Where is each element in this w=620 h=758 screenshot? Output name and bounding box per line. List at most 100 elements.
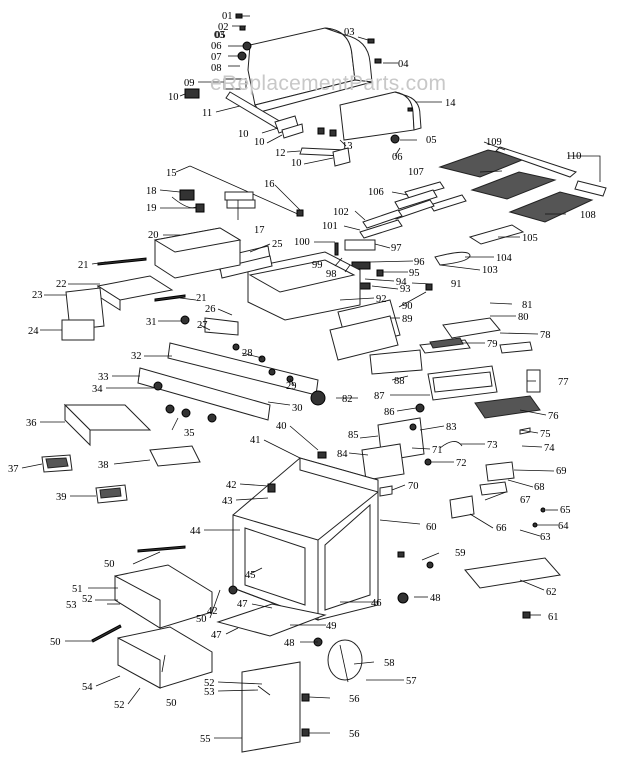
callout-12: 12 [275, 148, 286, 159]
callout-02: 02 [218, 22, 229, 33]
callout-95: 95 [409, 268, 420, 279]
callout-24: 24 [28, 326, 39, 337]
callout-108: 108 [580, 210, 596, 221]
callout-56: 56 [349, 729, 360, 740]
callout-41: 41 [250, 435, 261, 446]
callout-62: 62 [546, 587, 557, 598]
callout-89: 89 [402, 314, 413, 325]
callout-74: 74 [544, 443, 555, 454]
callout-03: 03 [344, 27, 355, 38]
callout-22: 22 [56, 279, 67, 290]
callout-81: 81 [522, 300, 533, 311]
callout-78: 78 [540, 330, 551, 341]
callout-53: 53 [66, 600, 77, 611]
callout-50: 50 [50, 637, 61, 648]
callout-11: 11 [202, 108, 212, 119]
callout-71: 71 [432, 445, 443, 456]
callout-47: 47 [237, 599, 248, 610]
side-burner [369, 317, 541, 419]
callout-30: 30 [292, 403, 303, 414]
callout-10: 10 [238, 129, 249, 140]
callout-87: 87 [374, 391, 385, 402]
cart-frame [216, 451, 409, 647]
callout-19: 19 [146, 203, 157, 214]
callout-20: 20 [148, 230, 159, 241]
callout-29: 29 [286, 381, 297, 392]
callout-23: 23 [32, 290, 43, 301]
lid-large [247, 27, 373, 113]
callout-94: 94 [396, 277, 407, 288]
callout-97: 97 [391, 243, 402, 254]
callout-54: 54 [82, 682, 93, 693]
callout-34: 34 [92, 384, 103, 395]
callout-93: 93 [400, 284, 411, 295]
callout-77: 77 [558, 377, 569, 388]
callout-56: 56 [349, 694, 360, 705]
callout-99: 99 [312, 260, 323, 271]
callout-88: 88 [394, 376, 405, 387]
callout-06: 06 [211, 41, 222, 52]
callout-55: 55 [200, 734, 211, 745]
callout-64: 64 [558, 521, 569, 532]
callout-90: 90 [402, 301, 413, 312]
callout-92: 92 [376, 294, 387, 305]
callout-10: 10 [291, 158, 302, 169]
lid-handle-hardware [184, 13, 413, 167]
side-burner-panel [361, 403, 531, 497]
callout-01: 01 [222, 11, 233, 22]
callout-25: 25 [272, 239, 283, 250]
callout-98: 98 [326, 269, 337, 280]
callout-39: 39 [56, 492, 67, 503]
callout-48: 48 [430, 593, 441, 604]
callout-05: 05 [426, 135, 437, 146]
callout-18: 18 [146, 186, 157, 197]
callout-100: 100 [294, 237, 310, 248]
grates [438, 146, 607, 223]
callout-08: 08 [211, 63, 222, 74]
burners [334, 181, 525, 291]
callout-57: 57 [406, 676, 417, 687]
control-panel [137, 315, 326, 423]
callout-68: 68 [534, 482, 545, 493]
callout-84: 84 [337, 449, 348, 460]
callout-31: 31 [146, 317, 157, 328]
leader-lines [21, 15, 601, 739]
callout-96: 96 [414, 257, 425, 268]
callout-53: 53 [204, 687, 215, 698]
callout-35: 35 [184, 428, 195, 439]
callout-26: 26 [205, 304, 216, 315]
callout-91: 91 [451, 279, 462, 290]
callout-13: 13 [342, 141, 353, 152]
callout-51: 51 [72, 584, 83, 595]
lid-small [339, 91, 422, 141]
callout-58: 58 [384, 658, 395, 669]
callout-52: 52 [204, 678, 215, 689]
callout-33: 33 [98, 372, 109, 383]
callout-75: 75 [540, 429, 551, 440]
callout-10: 10 [168, 92, 179, 103]
callout-86: 86 [384, 407, 395, 418]
callout-59: 59 [455, 548, 466, 559]
callout-102: 102 [333, 207, 349, 218]
callout-50: 50 [104, 559, 115, 570]
callout-65: 65 [560, 505, 571, 516]
callout-101: 101 [322, 221, 338, 232]
callout-15: 15 [166, 168, 177, 179]
callout-52: 52 [114, 700, 125, 711]
callout-04: 04 [398, 59, 409, 70]
callout-103: 103 [482, 265, 498, 276]
callout-104: 104 [496, 253, 513, 264]
callout-21: 21 [78, 260, 89, 271]
callout-107: 107 [408, 167, 424, 178]
callout-61: 61 [548, 612, 559, 623]
callout-66: 66 [496, 523, 507, 534]
callout-45: 45 [245, 570, 256, 581]
firebox [217, 245, 401, 361]
callout-48: 48 [284, 638, 295, 649]
callout-52: 52 [82, 594, 93, 605]
cart-accessories [327, 461, 561, 683]
callout-28: 28 [242, 348, 253, 359]
callout-106: 106 [368, 187, 384, 198]
